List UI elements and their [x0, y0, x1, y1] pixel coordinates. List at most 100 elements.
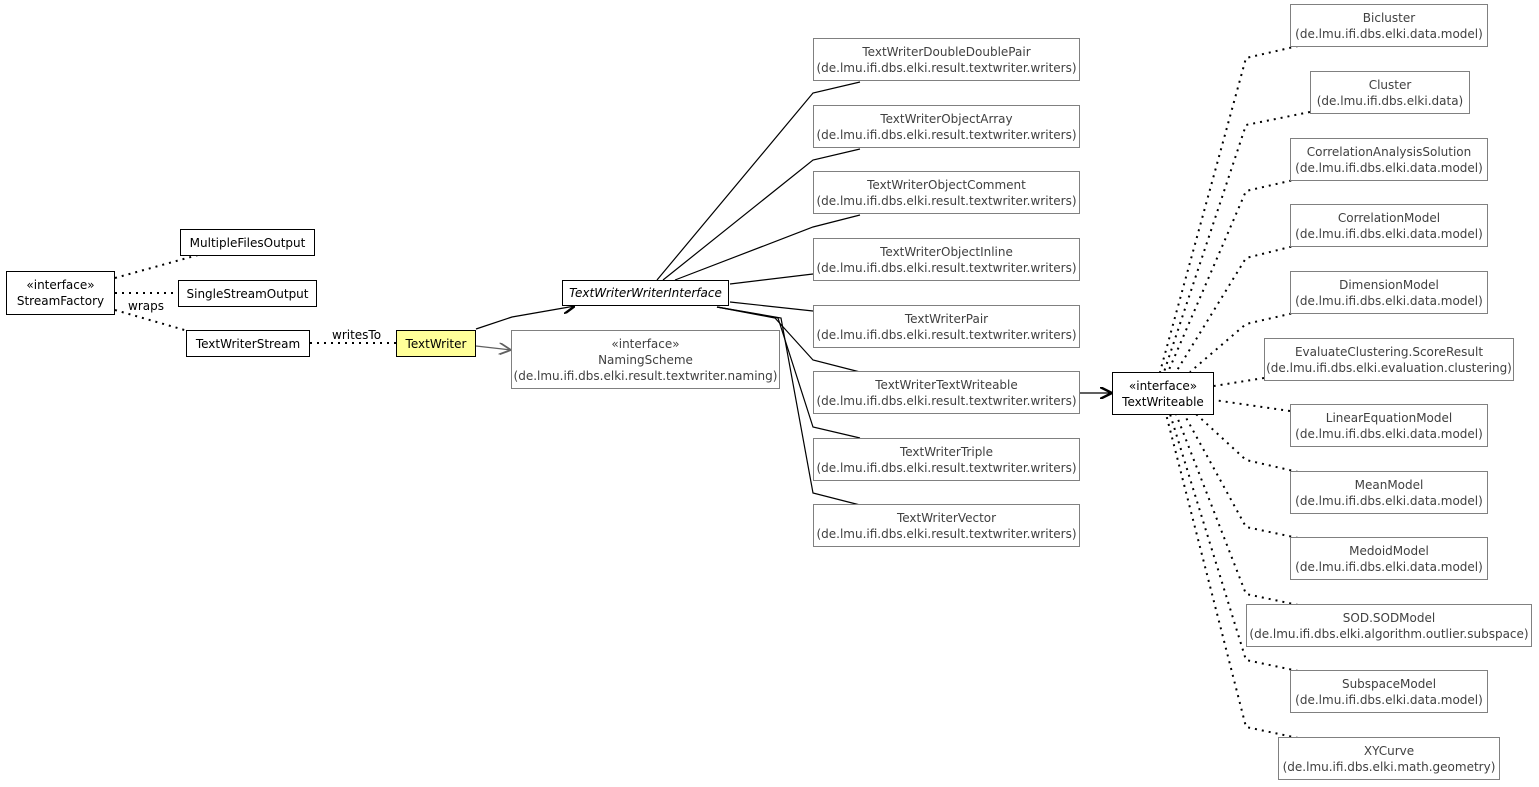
edge-impl-subspacemodel: [1169, 413, 1299, 672]
class-box-multiplefilesoutput[interactable]: MultipleFilesOutput: [180, 229, 315, 256]
package-name: (de.lmu.ifi.dbs.elki.result.textwriter.n…: [513, 368, 778, 383]
package-name: (de.lmu.ifi.dbs.elki.data.model): [1295, 226, 1483, 241]
package-name: (de.lmu.ifi.dbs.elki.result.textwriter.w…: [816, 460, 1077, 475]
class-name: CorrelationModel: [1337, 210, 1441, 225]
package-name: (de.lmu.ifi.dbs.elki.data.model): [1295, 559, 1483, 574]
edge-textwriter-writerinterface: [475, 306, 575, 330]
class-box-writer[interactable]: TextWriterPair (de.lmu.ifi.dbs.elki.resu…: [813, 305, 1080, 348]
class-name: TextWriterDoubleDoublePair: [862, 44, 1031, 59]
edge-impl-linearequationmodel: [1213, 399, 1291, 412]
package-name: (de.lmu.ifi.dbs.elki.result.textwriter.w…: [816, 193, 1077, 208]
class-name: TextWriterPair: [904, 311, 989, 326]
class-name: SOD.SODModel: [1342, 610, 1436, 625]
class-box-implementor[interactable]: Bicluster (de.lmu.ifi.dbs.elki.data.mode…: [1290, 4, 1488, 47]
class-box-namingscheme[interactable]: «interface» NamingScheme (de.lmu.ifi.dbs…: [511, 330, 780, 389]
class-box-implementor[interactable]: DimensionModel (de.lmu.ifi.dbs.elki.data…: [1290, 271, 1488, 314]
class-name: SubspaceModel: [1341, 676, 1437, 691]
class-box-implementor[interactable]: XYCurve (de.lmu.ifi.dbs.elki.math.geomet…: [1278, 737, 1500, 780]
edge-writer-objectinline: [729, 273, 814, 285]
class-box-implementor[interactable]: Cluster (de.lmu.ifi.dbs.elki.data): [1310, 71, 1470, 114]
package-name: (de.lmu.ifi.dbs.elki.result.textwriter.w…: [816, 393, 1077, 408]
edge-impl-meanmodel: [1195, 413, 1299, 473]
package-name: (de.lmu.ifi.dbs.elki.algorithm.outlier.s…: [1249, 626, 1529, 641]
class-name: Cluster: [1368, 77, 1412, 92]
package-name: (de.lmu.ifi.dbs.elki.result.textwriter.w…: [816, 127, 1077, 142]
package-name: (de.lmu.ifi.dbs.elki.result.textwriter.w…: [816, 526, 1077, 541]
package-name: (de.lmu.ifi.dbs.elki.data.model): [1295, 692, 1483, 707]
class-box-textwriteable[interactable]: «interface» TextWriteable: [1112, 372, 1214, 415]
class-box-writer[interactable]: TextWriterObjectComment (de.lmu.ifi.dbs.…: [813, 171, 1080, 214]
class-box-implementor[interactable]: MedoidModel (de.lmu.ifi.dbs.elki.data.mo…: [1290, 537, 1488, 580]
package-name: (de.lmu.ifi.dbs.elki.evaluation.clusteri…: [1266, 360, 1512, 375]
class-box-implementor[interactable]: LinearEquationModel (de.lmu.ifi.dbs.elki…: [1290, 404, 1488, 447]
class-name: TextWriterWriterInterface: [569, 286, 722, 300]
package-name: (de.lmu.ifi.dbs.elki.data): [1316, 93, 1464, 108]
package-name: (de.lmu.ifi.dbs.elki.data.model): [1295, 160, 1483, 175]
class-box-implementor[interactable]: EvaluateClustering.ScoreResult (de.lmu.i…: [1264, 338, 1514, 381]
class-box-writer[interactable]: TextWriterTextWriteable (de.lmu.ifi.dbs.…: [813, 371, 1080, 414]
edge-impl-medoidmodel: [1183, 413, 1299, 539]
package-name: (de.lmu.ifi.dbs.elki.math.geometry): [1282, 759, 1496, 774]
edge-writer-vector: [716, 306, 861, 506]
edge-writer-objectarray: [662, 148, 861, 281]
edge-impl-sodmodel: [1175, 413, 1299, 606]
package-name: (de.lmu.ifi.dbs.elki.data.model): [1295, 293, 1483, 308]
class-name: TextWriterTextWriteable: [875, 377, 1018, 392]
class-name: TextWriterTriple: [899, 444, 994, 459]
class-name: LinearEquationModel: [1325, 410, 1453, 425]
class-box-writer[interactable]: TextWriterObjectInline (de.lmu.ifi.dbs.e…: [813, 238, 1080, 281]
package-name: (de.lmu.ifi.dbs.elki.result.textwriter.w…: [816, 60, 1077, 75]
edge-textwriter-namingscheme: [475, 346, 511, 350]
edge-writer-doubledoublepair: [656, 81, 861, 281]
class-name: TextWriterObjectArray: [880, 111, 1013, 126]
class-box-textwriterwriterinterface[interactable]: TextWriterWriterInterface: [562, 280, 729, 306]
class-box-singlestreamoutput[interactable]: SingleStreamOutput: [178, 280, 317, 307]
class-box-implementor[interactable]: SubspaceModel (de.lmu.ifi.dbs.elki.data.…: [1290, 670, 1488, 713]
class-name: NamingScheme: [598, 352, 693, 367]
class-box-implementor[interactable]: CorrelationModel (de.lmu.ifi.dbs.elki.da…: [1290, 204, 1488, 247]
edge-writer-objectcomment: [674, 214, 861, 281]
class-box-writer[interactable]: TextWriterTriple (de.lmu.ifi.dbs.elki.re…: [813, 438, 1080, 481]
class-box-implementor[interactable]: CorrelationAnalysisSolution (de.lmu.ifi.…: [1290, 138, 1488, 181]
stereotype-label: «interface»: [611, 336, 680, 351]
class-box-writer[interactable]: TextWriterDoubleDoublePair (de.lmu.ifi.d…: [813, 38, 1080, 81]
class-name: EvaluateClustering.ScoreResult: [1294, 344, 1484, 359]
class-box-streamfactory[interactable]: «interface» StreamFactory: [6, 271, 115, 315]
package-name: (de.lmu.ifi.dbs.elki.data.model): [1295, 426, 1483, 441]
edge-streamfactory-multiplefilesoutput: [114, 254, 199, 279]
class-name: DimensionModel: [1339, 277, 1439, 292]
package-name: (de.lmu.ifi.dbs.elki.result.textwriter.w…: [816, 260, 1077, 275]
class-name: TextWriterObjectComment: [867, 177, 1026, 192]
package-name: (de.lmu.ifi.dbs.elki.data.model): [1295, 493, 1483, 508]
class-name: Bicluster: [1362, 10, 1416, 25]
edge-writer-pair: [729, 301, 814, 312]
edge-impl-cluster: [1163, 111, 1311, 373]
class-name: MeanModel: [1354, 477, 1424, 492]
class-box-writer[interactable]: TextWriterObjectArray (de.lmu.ifi.dbs.el…: [813, 105, 1080, 148]
class-name: TextWriterVector: [896, 510, 997, 525]
class-box-textwriterstream[interactable]: TextWriterStream: [186, 330, 310, 357]
class-box-textwriter[interactable]: TextWriter: [396, 330, 476, 357]
class-name: StreamFactory: [16, 294, 105, 308]
package-name: (de.lmu.ifi.dbs.elki.result.textwriter.w…: [816, 327, 1077, 342]
class-box-writer[interactable]: TextWriterVector (de.lmu.ifi.dbs.elki.re…: [813, 504, 1080, 547]
package-name: (de.lmu.ifi.dbs.elki.data.model): [1295, 26, 1483, 41]
edge-streamfactory-textwriterstream: [114, 309, 189, 332]
edge-label-wraps: wraps: [128, 299, 164, 313]
edge-impl-evaluateclustering: [1213, 377, 1265, 387]
stereotype-label: «interface»: [1128, 378, 1198, 393]
class-name: TextWriteable: [1122, 394, 1204, 409]
class-name: CorrelationAnalysisSolution: [1306, 144, 1472, 159]
class-name: XYCurve: [1363, 743, 1415, 758]
class-name: TextWriterStream: [195, 336, 301, 351]
class-name: TextWriterObjectInline: [880, 244, 1013, 259]
class-box-implementor[interactable]: MeanModel (de.lmu.ifi.dbs.elki.data.mode…: [1290, 471, 1488, 514]
edge-label-writesto: writesTo: [332, 328, 382, 342]
class-name: TextWriter: [405, 336, 467, 351]
class-name: MultipleFilesOutput: [189, 235, 306, 250]
class-name: SingleStreamOutput: [186, 286, 309, 301]
stereotype-label: «interface»: [26, 278, 95, 292]
class-box-implementor[interactable]: SOD.SODModel (de.lmu.ifi.dbs.elki.algori…: [1246, 604, 1532, 647]
class-name: MedoidModel: [1349, 543, 1429, 558]
